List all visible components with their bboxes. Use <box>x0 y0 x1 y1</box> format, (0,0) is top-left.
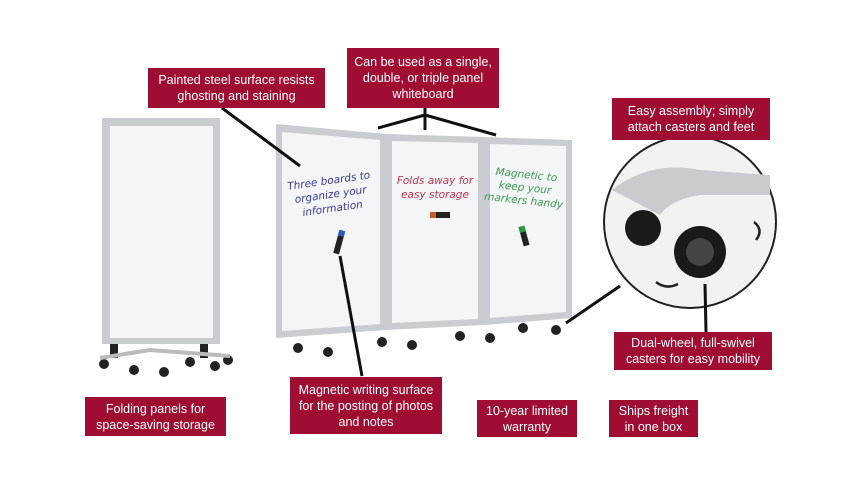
callout-warranty: 10-year limited warranty <box>477 400 577 437</box>
caster-detail <box>603 135 777 309</box>
callout-magnetic-surface: Magnetic writing surface for the posting… <box>290 377 442 434</box>
callout-panel-usage: Can be used as a single, double, or trip… <box>347 48 499 108</box>
callout-assembly: Easy assembly; simply attach casters and… <box>612 98 770 140</box>
leader-lines <box>221 106 708 377</box>
callout-shipping: Ships freight in one box <box>609 400 698 437</box>
callout-casters: Dual-wheel, full-swivel casters for easy… <box>614 332 772 370</box>
callout-painted-steel: Painted steel surface resists ghosting a… <box>148 68 325 108</box>
single-whiteboard <box>99 118 233 377</box>
callout-folding: Folding panels for space-saving storage <box>85 397 226 436</box>
board-text-middle-2: easy storage <box>401 189 469 201</box>
board-text-right-2: keep your <box>498 179 552 197</box>
triple-whiteboard <box>276 124 572 357</box>
board-text-middle-1: Folds away for <box>397 175 474 187</box>
